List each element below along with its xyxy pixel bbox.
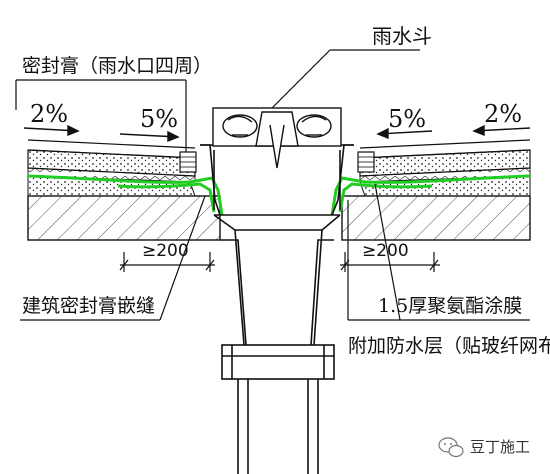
- downpipe: [221, 344, 335, 474]
- label-slope-left-inner: 5%: [140, 105, 178, 133]
- label-slope-right-inner: 5%: [388, 105, 426, 133]
- label-rain-hopper: 雨水斗: [372, 24, 432, 48]
- label-pu-coating: 1.5厚聚氨酯涂膜: [378, 295, 522, 317]
- label-slope-left-outer: 2%: [30, 100, 68, 128]
- concrete-slab: [27, 195, 531, 241]
- drain-funnel: [200, 144, 354, 346]
- label-sealant-around: 密封膏（雨水口四周）: [22, 54, 212, 77]
- label-dim-left: ≥200: [142, 241, 189, 261]
- slope-arrows: [23, 124, 531, 143]
- watermark: 豆丁施工: [438, 437, 530, 458]
- label-slope-right-outer: 2%: [484, 100, 522, 128]
- label-joint-sealant: 建筑密封膏嵌缝: [22, 294, 155, 317]
- dimension-lines: [119, 252, 440, 272]
- label-extra-waterproof: 附加防水层（贴玻纤网布）: [348, 335, 550, 357]
- drain-grate: [212, 107, 342, 169]
- wechat-icon: [438, 437, 464, 458]
- watermark-text: 豆丁施工: [470, 438, 530, 456]
- label-dim-right: ≥200: [362, 241, 409, 261]
- sealant-blocks: [179, 151, 375, 173]
- leader-lines: [15, 49, 530, 321]
- waterproof-membrane: [27, 174, 531, 216]
